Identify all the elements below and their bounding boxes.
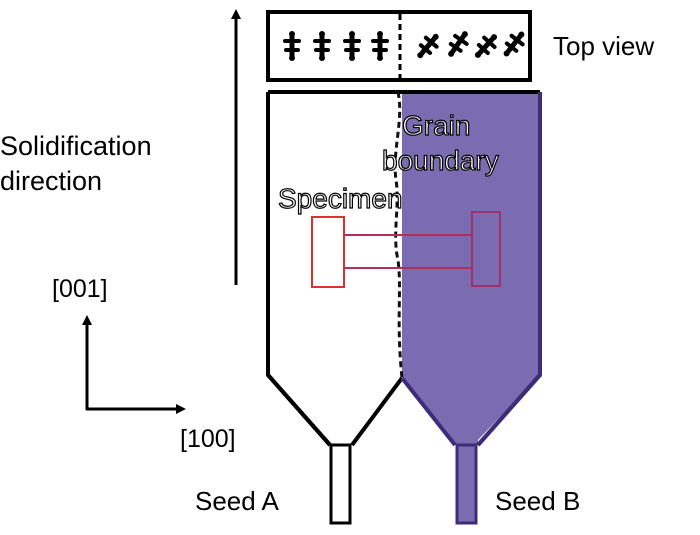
grain-boundary-line xyxy=(393,91,404,379)
axis-100-label: [100] xyxy=(180,425,236,453)
seed-b xyxy=(455,443,478,525)
solidification-label-line1: Solidification xyxy=(0,131,152,161)
funnel-left xyxy=(266,373,332,447)
seed-a-label: Seed A xyxy=(195,486,280,516)
seed-a xyxy=(329,443,352,525)
grain-b-region xyxy=(300,90,540,445)
seed-b-label: Seed B xyxy=(495,486,580,516)
top-view-label: Top view xyxy=(553,31,654,61)
specimen-shape xyxy=(311,211,501,288)
specimen-label: Specimen xyxy=(278,183,403,214)
grain-boundary-label-line1: Grain xyxy=(402,110,470,141)
funnel-mid-left xyxy=(350,376,404,447)
axis-001-label: [001] xyxy=(52,275,108,303)
funnel-mid-right xyxy=(400,376,457,447)
solidification-label-line2: direction xyxy=(0,166,102,196)
grain-boundary-label-line2: boundary xyxy=(382,145,499,176)
casting-right-outline xyxy=(476,92,542,447)
